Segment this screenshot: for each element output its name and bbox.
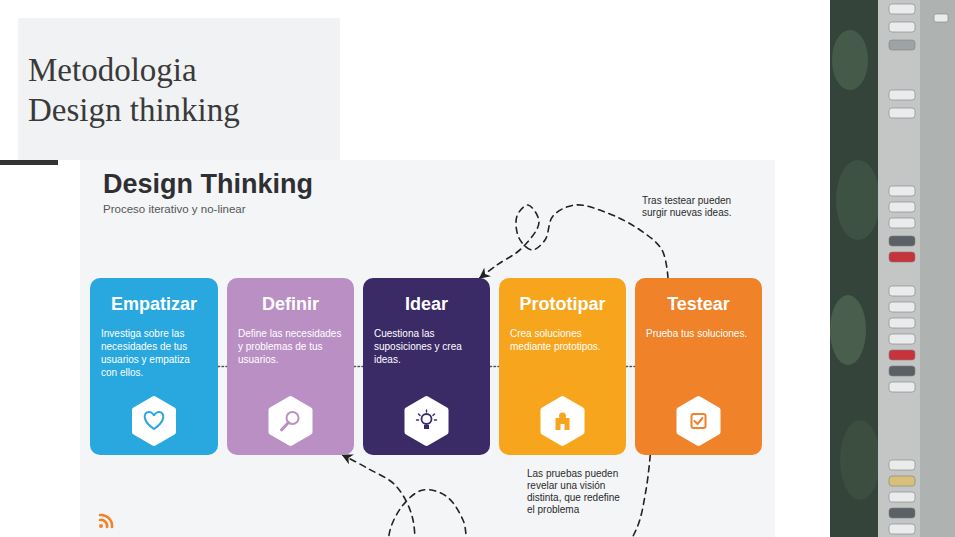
step-description: Cuestiona las suposiciones y crea ideas.	[363, 327, 490, 366]
diagram-heading: Design Thinking	[103, 169, 313, 200]
dotted-connector	[626, 366, 635, 368]
annotation-note: Las pruebas pueden revelar una visión di…	[525, 467, 625, 517]
feedback-arrow	[343, 455, 651, 537]
header-panel	[18, 18, 340, 160]
step-heading: Testear	[635, 278, 762, 315]
slide-title: Metodologia Design thinking	[28, 50, 278, 130]
step-heading: Definir	[227, 278, 354, 315]
puzzle-icon	[544, 399, 582, 443]
checkbox-icon	[680, 399, 718, 443]
diagram-subtitle: Proceso iterativo y no-linear	[103, 203, 246, 215]
annotation-note: Tras testear pueden surgir nuevas ideas.	[640, 194, 754, 220]
aerial-photo	[830, 0, 955, 537]
magnifier-icon	[272, 399, 310, 443]
header-bar	[0, 160, 58, 165]
step-description: Crea soluciones mediante prototipos.	[499, 327, 626, 353]
step-description: Prueba tus soluciones.	[635, 327, 762, 340]
heart-icon	[135, 399, 173, 443]
step-heading: Idear	[363, 278, 490, 315]
step-description: Investiga sobre las necesidades de tus u…	[90, 327, 218, 379]
step-heading: Prototipar	[499, 278, 626, 315]
dotted-connector	[218, 366, 227, 368]
dotted-connector	[490, 366, 499, 368]
step-description: Define las necesidades y problemas de tu…	[227, 327, 354, 366]
logo-mark	[99, 515, 112, 528]
bulb-icon	[408, 399, 446, 443]
diagram-panel	[80, 160, 775, 537]
step-heading: Empatizar	[90, 278, 218, 315]
dotted-connector	[354, 366, 363, 368]
